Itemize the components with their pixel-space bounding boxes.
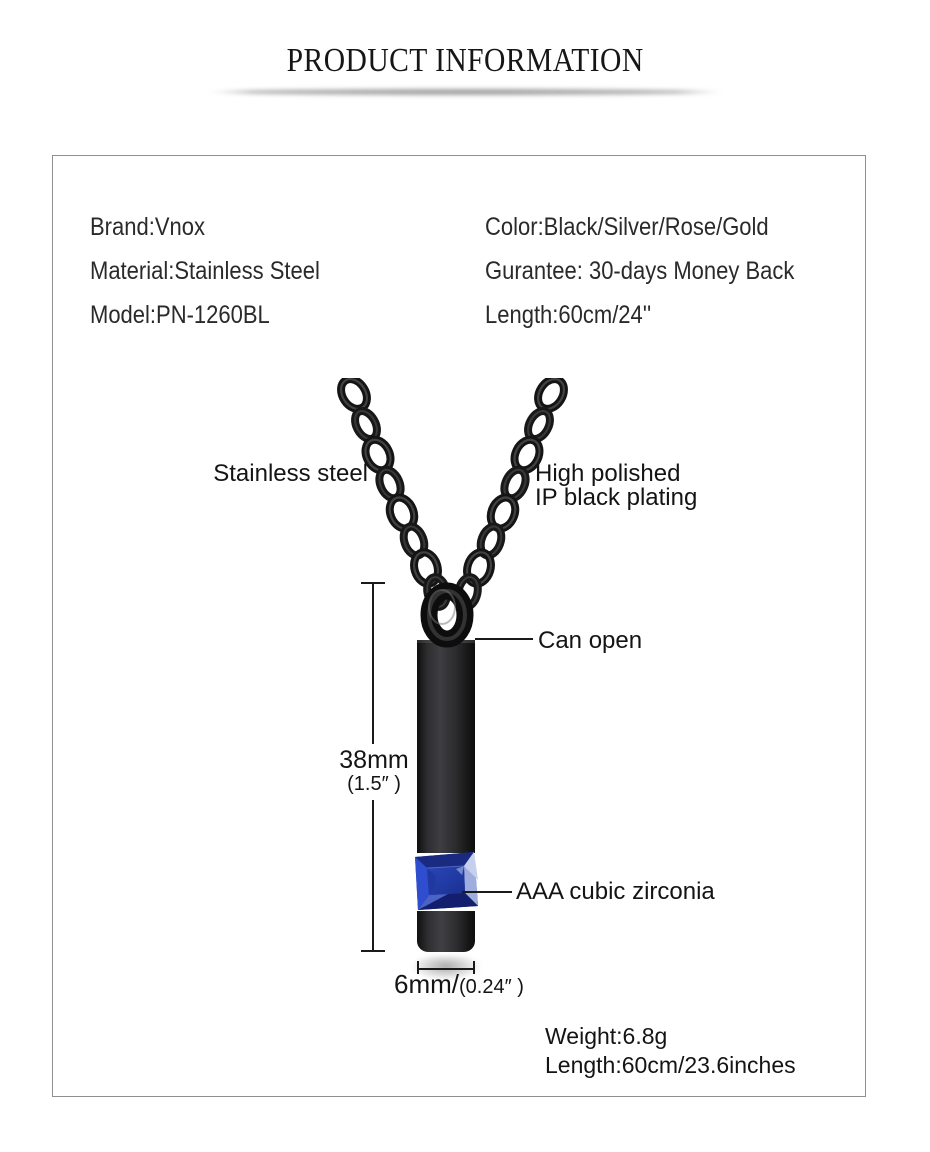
plating-label-line2: IP black plating [535, 484, 698, 511]
spec-material: Material:Stainless Steel [90, 257, 320, 285]
spec-length: Length:60cm/24'' [485, 301, 652, 329]
cubic-zirconia-gem [415, 852, 478, 910]
width-measure-left-tick [417, 961, 419, 974]
gem-leader-line [462, 891, 512, 893]
height-measure-inches: (1.5″ ) [347, 773, 401, 795]
height-measure-value: 38mm [339, 746, 409, 774]
spec-model: Model:PN-1260BL [90, 301, 270, 329]
width-measure-right-tick [473, 961, 475, 974]
footer-specs: Weight:6.8g Length:60cm/23.6inches [545, 1022, 796, 1080]
title-shadow-divider [207, 89, 724, 95]
can-open-leader-line [475, 638, 533, 640]
pendant-reflection-shadow [401, 956, 491, 994]
width-measure-line [417, 968, 475, 970]
page-title: PRODUCT INFORMATION [286, 42, 644, 79]
weight-text: Weight:6.8g [545, 1023, 668, 1049]
plating-label-line1: High polished [535, 460, 681, 487]
page-header: PRODUCT INFORMATION [0, 42, 930, 80]
chain-material-label: Stainless steel [213, 460, 368, 487]
spec-color: Color:Black/Silver/Rose/Gold [485, 213, 769, 241]
pendant-bar-lower [417, 911, 475, 952]
height-measure-line-upper [372, 584, 374, 744]
width-measure-label: 6mm/(0.24″ ) [394, 969, 524, 999]
gem-label: AAA cubic zirconia [516, 878, 715, 905]
necklace-chain-illustration [337, 378, 568, 648]
height-measure-bottom-cap [361, 950, 385, 952]
spec-guarantee: Gurantee: 30-days Money Back [485, 257, 795, 285]
can-open-label: Can open [538, 627, 643, 654]
height-measure-line-lower [372, 800, 374, 950]
pendant-bar-upper [417, 640, 475, 853]
chain-right-strand [454, 378, 568, 611]
height-measure-top-cap [361, 582, 385, 584]
spec-brand: Brand:Vnox [90, 213, 205, 241]
chain-left-strand [337, 378, 451, 611]
length-text: Length:60cm/23.6inches [545, 1052, 796, 1078]
bail-ring [420, 582, 474, 648]
